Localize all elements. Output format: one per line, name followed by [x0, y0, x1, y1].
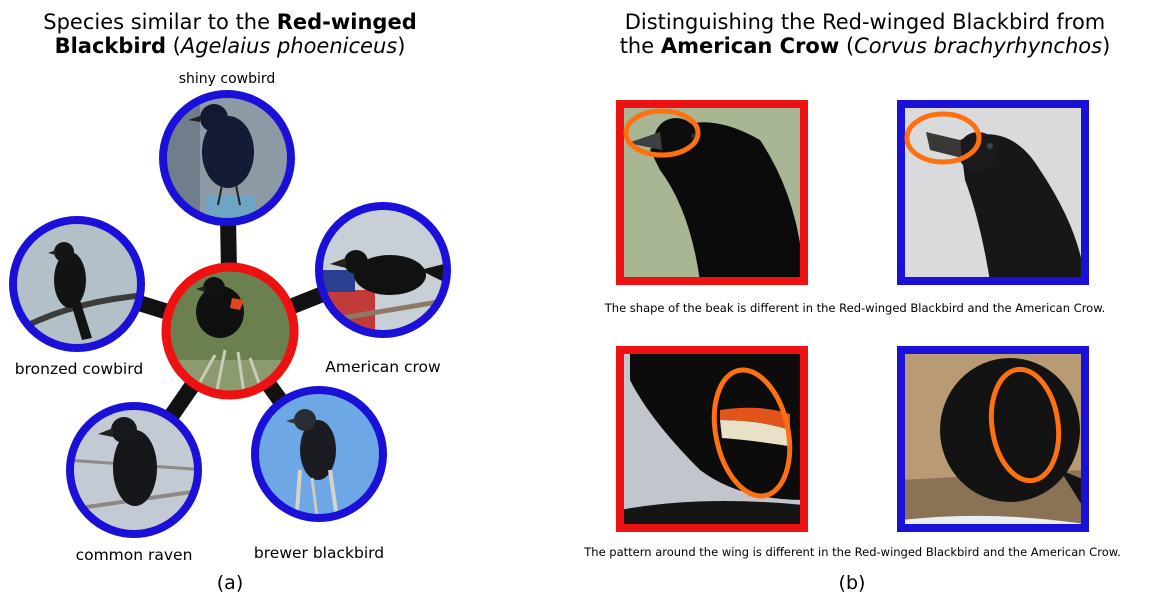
caption-wing: The pattern around the wing is different… [545, 545, 1160, 559]
node-label-common-raven: common raven [54, 546, 214, 564]
caption-beak: The shape of the beak is different in th… [560, 301, 1150, 315]
node-label-american-crow: American crow [303, 358, 463, 376]
panel-a-letter: (a) [190, 572, 270, 594]
panel-b-letter: (b) [812, 572, 892, 594]
comparison-beak-red-winged-photo [620, 104, 804, 281]
node-label-shiny-cowbird: shiny cowbird [147, 71, 307, 87]
comparison-beak-crow-photo [901, 104, 1085, 281]
comparison-wing-red-winged-photo [620, 350, 804, 528]
node-label-brewer-blackbird: brewer blackbird [239, 544, 399, 562]
panel-b-title: Distinguishing the Red-winged Blackbird … [575, 10, 1155, 58]
node-label-bronzed-cowbird: bronzed cowbird [0, 360, 158, 378]
node-red-winged-blackbird-photo [160, 262, 300, 402]
